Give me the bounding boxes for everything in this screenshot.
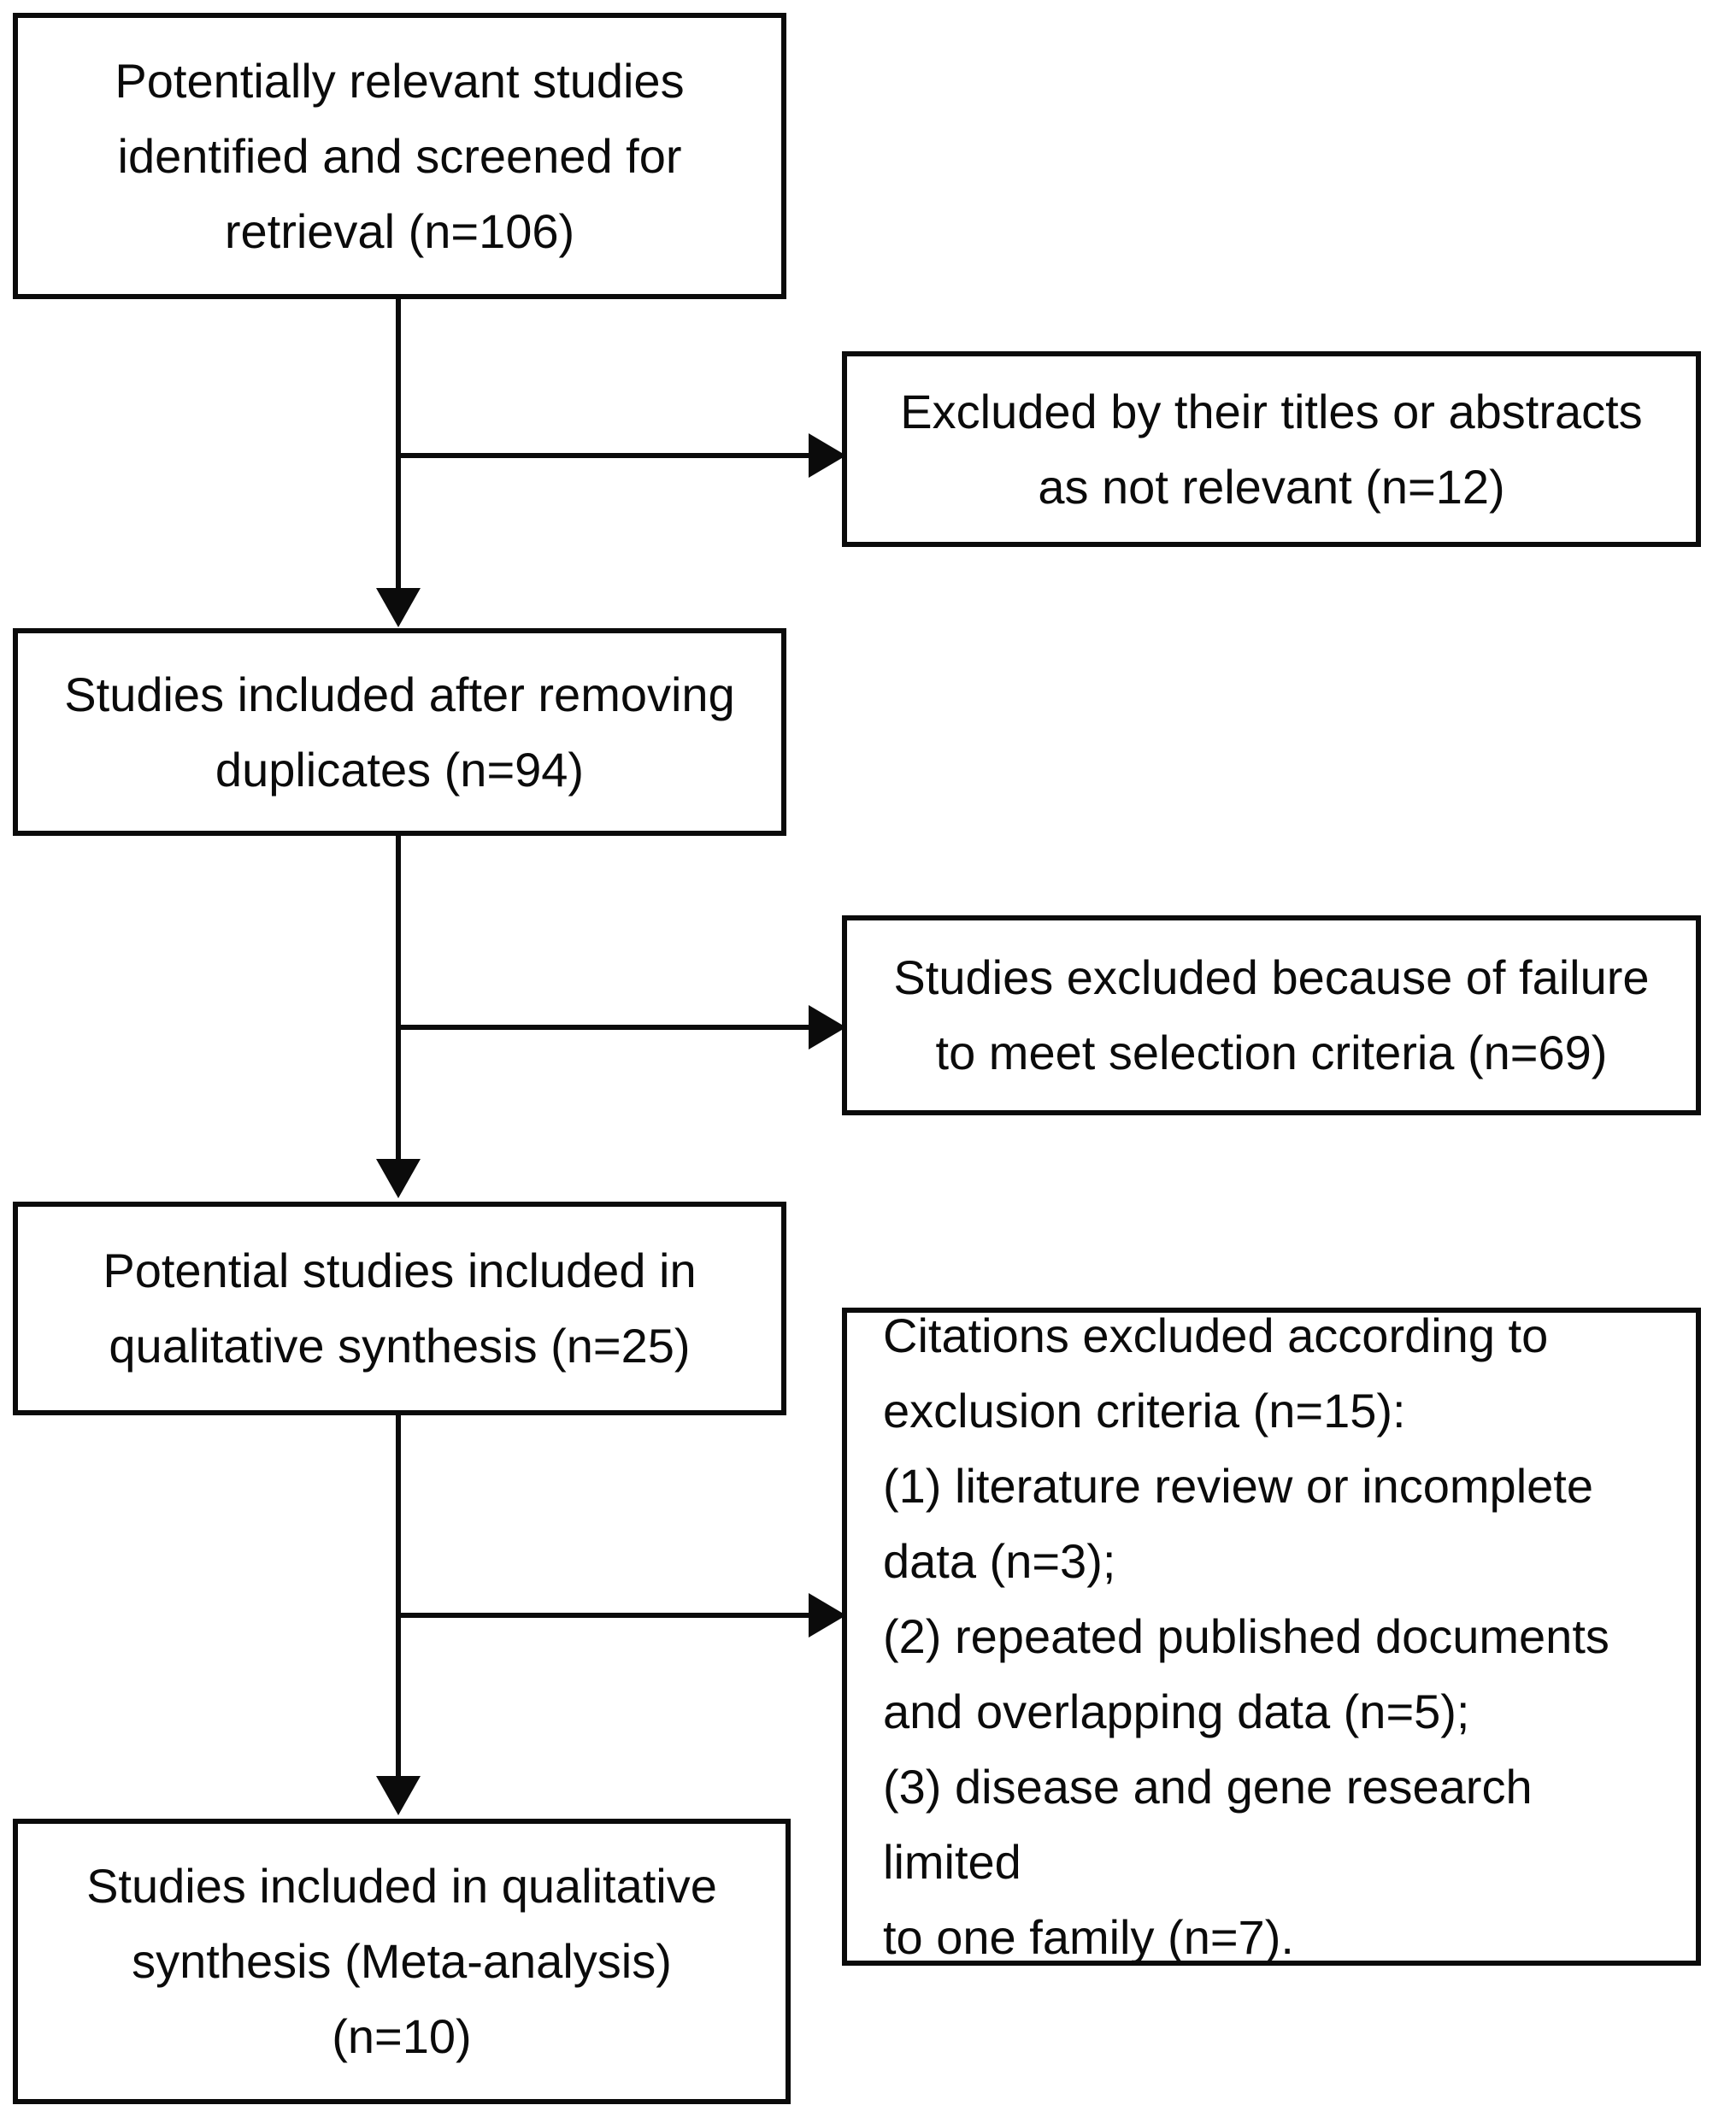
box-excluded-selection-criteria: Studies excluded because of failure to m… [842,915,1701,1115]
box-excluded-titles-abstracts: Excluded by their titles or abstracts as… [842,351,1701,547]
arrow-right-to-excluded-selection [398,1005,846,1050]
box-meta-analysis-included: Studies included in qualitative synthesi… [13,1819,791,2104]
arrow-down-deduplicated-to-qualitative [376,833,421,1198]
arrow-right-to-excluded-titles [398,433,846,478]
box-qualitative-synthesis: Potential studies included in qualitativ… [13,1202,786,1415]
box-duplicates-removed: Studies included after removing duplicat… [13,628,786,836]
arrow-down-qualitative-to-meta-analysis [376,1413,421,1815]
arrow-right-to-excluded-criteria [398,1593,846,1638]
box-identified-studies: Potentially relevant studies identified … [13,13,786,299]
box-excluded-exclusion-criteria: Citations excluded according to exclusio… [842,1308,1701,1966]
arrow-down-identified-to-deduplicated [376,297,421,627]
